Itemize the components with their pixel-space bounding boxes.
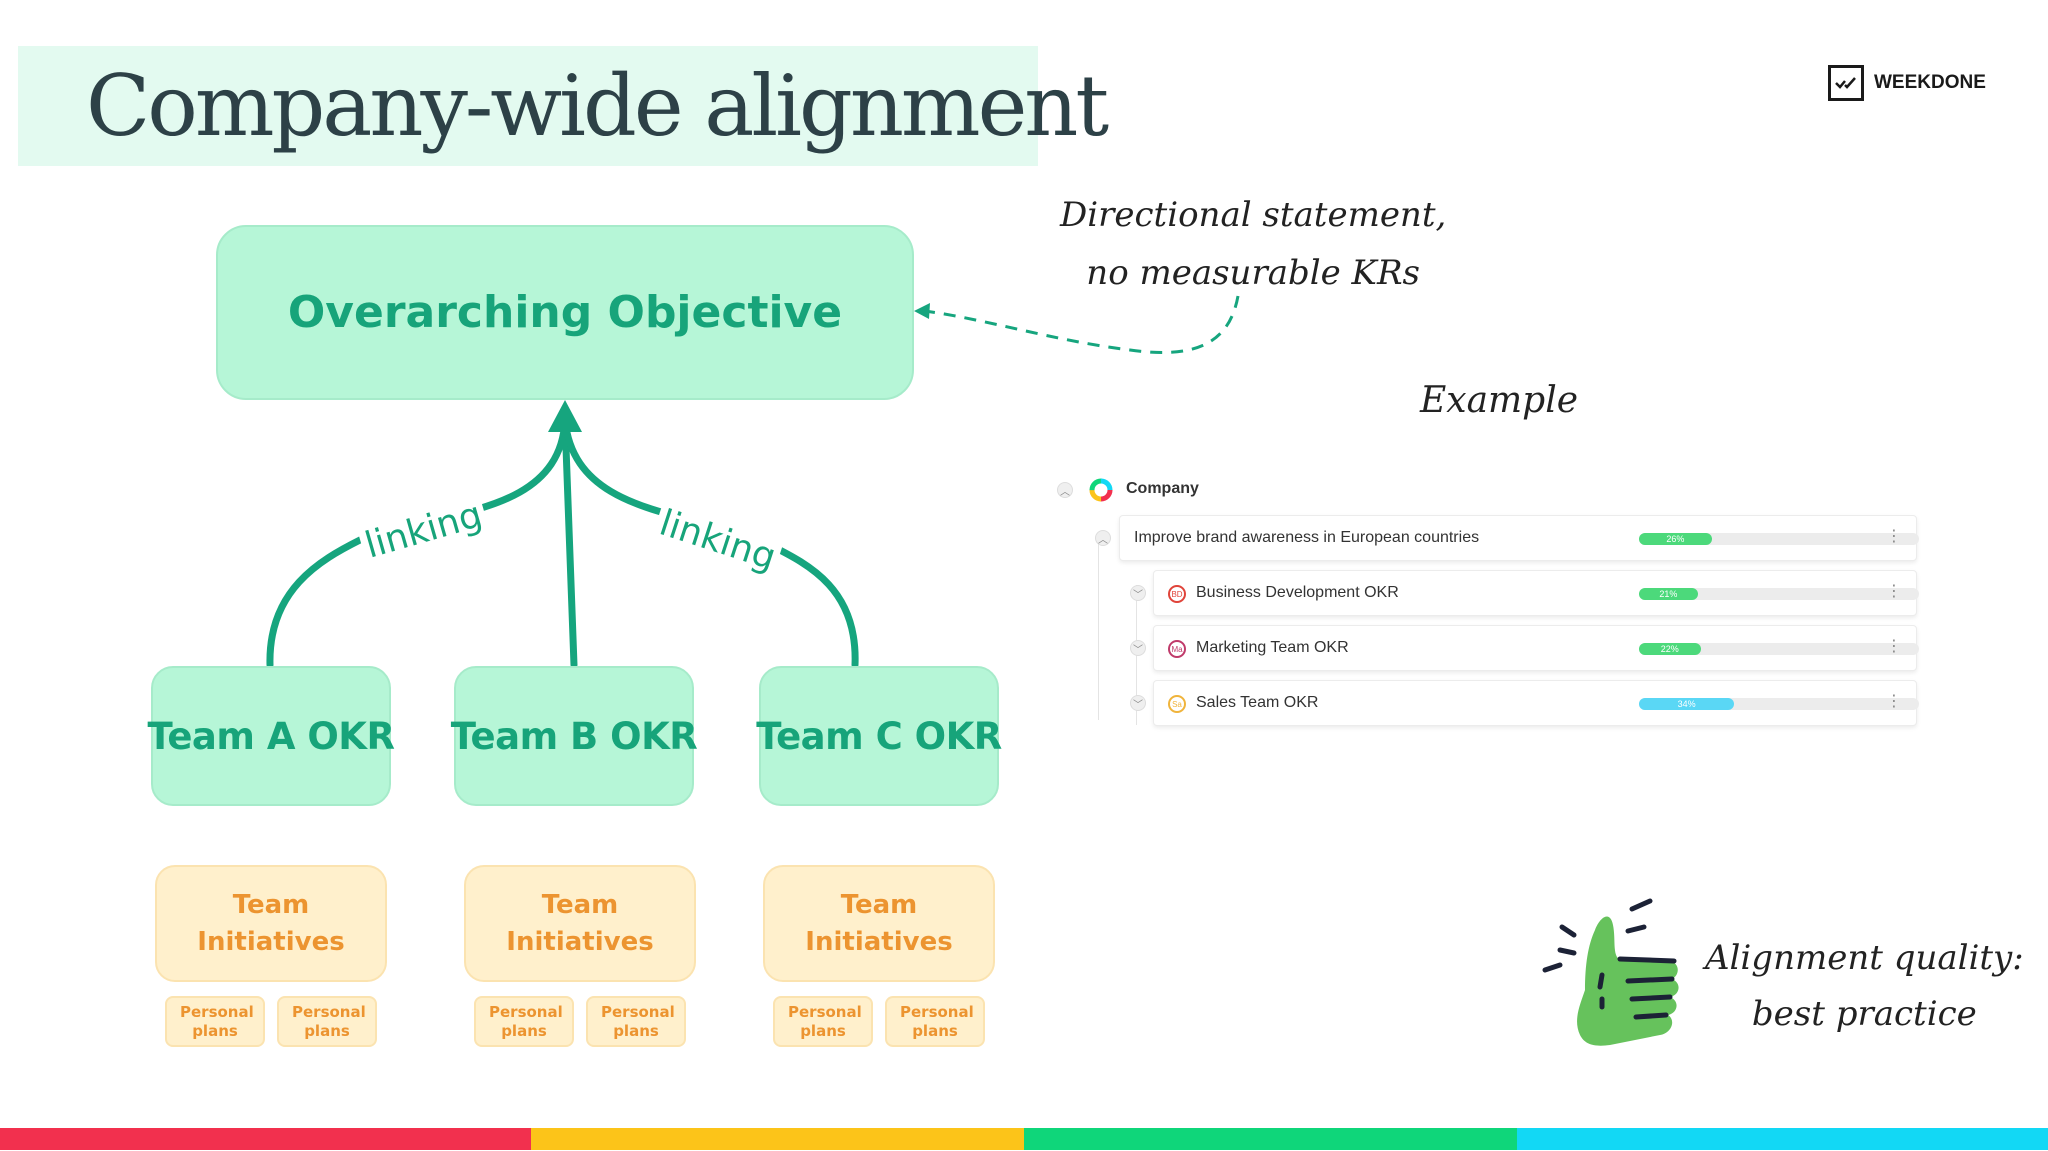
progress-bar: 22% <box>1639 643 1919 655</box>
dashed-pointer-head <box>914 303 930 319</box>
initiative-label: Team Initiatives <box>805 889 953 957</box>
personal-plans-label: Personal plans <box>601 1002 675 1040</box>
personal-plans-box: Personal plans <box>773 996 873 1047</box>
title-banner <box>18 46 1038 166</box>
directional-note-line2: no measurable KRs <box>1086 253 1420 293</box>
page-title: Company-wide alignment <box>86 57 1109 155</box>
team-okr-name: Sales Team OKR <box>1196 694 1319 711</box>
alignment-note-line1: Alignment quality: <box>1705 938 2024 978</box>
progress-label: 26% <box>1666 534 1685 544</box>
team-b-initiatives-box: Team Initiatives <box>464 865 696 982</box>
team-a-initiatives-box: Team Initiatives <box>155 865 387 982</box>
progress-label: 22% <box>1660 644 1679 654</box>
overarching-objective-box: Overarching Objective <box>216 225 914 400</box>
personal-plans-box: Personal plans <box>586 996 686 1047</box>
tree-root-label: Company <box>1126 480 1199 497</box>
stripe-red <box>0 1128 531 1150</box>
progress-label: 34% <box>1677 699 1696 709</box>
progress-bar: 34% <box>1639 698 1919 710</box>
more-options-icon[interactable]: ⋮ <box>1886 526 1902 545</box>
personal-plans-box: Personal plans <box>277 996 377 1047</box>
initiative-label: Team Initiatives <box>197 889 345 957</box>
personal-plans-label: Personal plans <box>180 1002 254 1040</box>
more-options-icon[interactable]: ⋮ <box>1886 691 1902 710</box>
collapse-toggle-objective[interactable]: ︿ <box>1095 530 1111 546</box>
company-ring-icon <box>1089 478 1113 502</box>
team-avatar-icon: Sa <box>1168 695 1186 713</box>
collapse-toggle-team[interactable]: ﹀ <box>1130 585 1146 601</box>
stripe-yellow <box>531 1128 1024 1150</box>
progress-fill: 26% <box>1639 533 1712 545</box>
more-options-icon[interactable]: ⋮ <box>1886 581 1902 600</box>
collapse-toggle-team[interactable]: ﹀ <box>1130 695 1146 711</box>
alignment-note-line2: best practice <box>1751 994 1977 1034</box>
more-options-icon[interactable]: ⋮ <box>1886 636 1902 655</box>
logo-text: WEEKDONE <box>1874 72 1986 93</box>
progress-bar: 26% <box>1639 533 1919 545</box>
team-okr-row[interactable]: Ma Marketing Team OKR 22% ⋮ <box>1153 625 1919 671</box>
progress-fill: 21% <box>1639 588 1698 600</box>
personal-plans-box: Personal plans <box>165 996 265 1047</box>
personal-plans-box: Personal plans <box>885 996 985 1047</box>
team-c-initiatives-box: Team Initiatives <box>763 865 995 982</box>
collapse-toggle-company[interactable]: ︿ <box>1057 482 1073 498</box>
check-box-icon <box>1828 65 1864 101</box>
team-avatar-icon: BD <box>1168 585 1186 603</box>
thumbs-up-icon <box>1542 898 1679 1046</box>
progress-bar: 21% <box>1639 588 1919 600</box>
team-avatar-icon: Ma <box>1168 640 1186 658</box>
personal-plans-box: Personal plans <box>474 996 574 1047</box>
personal-plans-label: Personal plans <box>489 1002 563 1040</box>
team-a-okr-box: Team A OKR <box>148 666 395 806</box>
tree-connector <box>1098 540 1099 720</box>
example-label: Example <box>1420 380 1579 421</box>
arrow-team-b <box>561 416 578 669</box>
initiative-label: Team Initiatives <box>506 889 654 957</box>
team-c-okr-box: Team C OKR <box>756 666 1002 806</box>
progress-label: 21% <box>1659 589 1678 599</box>
alignment-quality-note: Alignment quality: best practice <box>1705 930 2024 1042</box>
weekdone-logo: WEEKDONE <box>1828 65 1986 101</box>
personal-plans-label: Personal plans <box>788 1002 862 1040</box>
team-okr-name: Marketing Team OKR <box>1196 639 1349 656</box>
directional-note: Directional statement, no measurable KRs <box>1060 186 1446 302</box>
okr-tree-example: ︿ Company ︿ Improve brand awareness in E… <box>1055 470 1955 740</box>
team-okr-row[interactable]: Sa Sales Team OKR 34% ⋮ <box>1153 680 1919 726</box>
team-b-okr-box: Team B OKR <box>451 666 698 806</box>
progress-fill: 22% <box>1639 643 1701 655</box>
arrow-head <box>548 400 582 432</box>
dashed-pointer <box>924 295 1240 355</box>
directional-note-line1: Directional statement, <box>1060 195 1447 235</box>
team-okr-name: Business Development OKR <box>1196 584 1399 601</box>
team-okr-row[interactable]: BD Business Development OKR 21% ⋮ <box>1153 570 1919 616</box>
stripe-green <box>1024 1128 1517 1150</box>
stripe-blue <box>1517 1128 2048 1150</box>
objective-title: Improve brand awareness in European coun… <box>1134 529 1480 546</box>
objective-row[interactable]: Improve brand awareness in European coun… <box>1119 515 1919 561</box>
personal-plans-label: Personal plans <box>292 1002 366 1040</box>
collapse-toggle-team[interactable]: ﹀ <box>1130 640 1146 656</box>
progress-fill: 34% <box>1639 698 1735 710</box>
personal-plans-label: Personal plans <box>900 1002 974 1040</box>
